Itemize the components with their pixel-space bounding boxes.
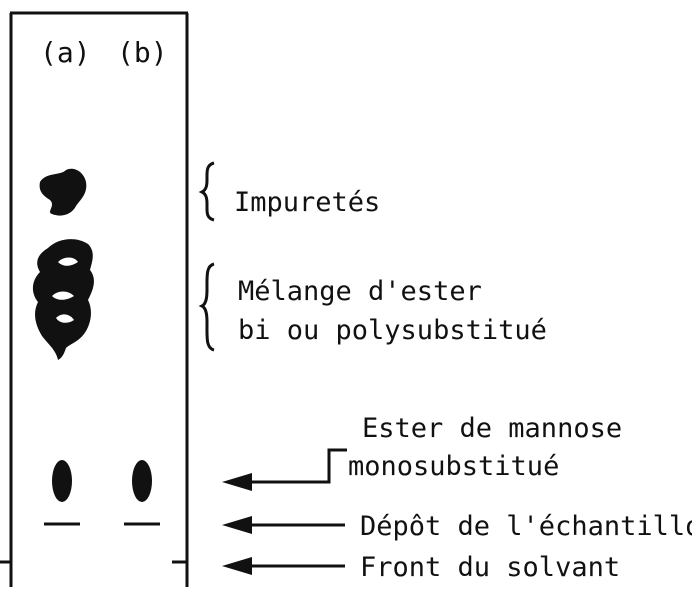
solvent-front-label: Front du solvant xyxy=(360,552,620,583)
deposit-arrowhead xyxy=(222,516,252,534)
tlc-plate xyxy=(0,13,188,587)
impurities-label: Impuretés xyxy=(234,187,380,218)
mixture-label-line2: bi ou polysubstitué xyxy=(238,315,547,346)
deposit-label: Dépôt de l'échantillon xyxy=(360,511,692,542)
mono-label-line2: monosubstitué xyxy=(348,451,559,482)
impurities-brace xyxy=(202,163,214,220)
mixture-label-line1: Mélange d'ester xyxy=(238,276,482,307)
solvent-front-arrow xyxy=(222,557,345,575)
solvent-front-arrowhead xyxy=(222,557,252,575)
impurity-spot xyxy=(40,169,87,216)
mono-arrow xyxy=(222,450,347,491)
mono-arrow-line xyxy=(248,450,347,482)
mixture-smear xyxy=(33,239,94,360)
mono-arrowhead xyxy=(222,473,252,491)
lane-label-a: (a) xyxy=(40,36,91,69)
mono-spot-b xyxy=(132,460,152,502)
mono-spot-a xyxy=(52,460,72,502)
mono-label-line1: Ester de mannose xyxy=(362,413,622,444)
mixture-brace xyxy=(202,264,214,350)
deposit-arrow xyxy=(222,516,345,534)
lane-label-b: (b) xyxy=(117,36,168,69)
